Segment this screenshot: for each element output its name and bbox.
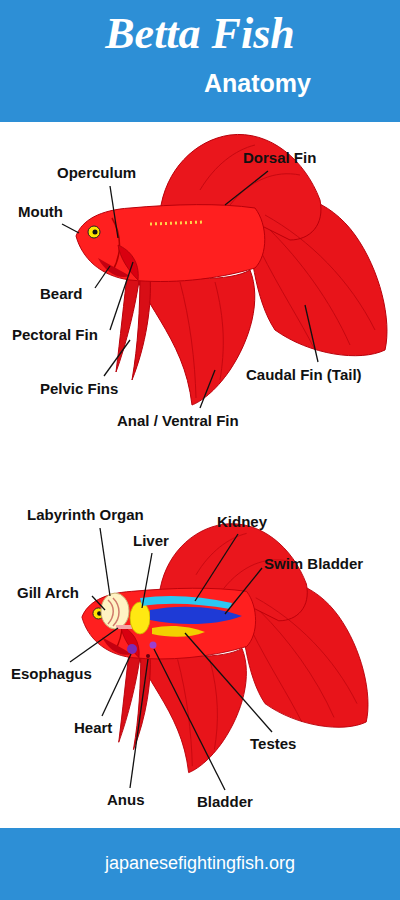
scale-dots — [150, 222, 205, 224]
part-label: Pectoral Fin — [12, 326, 98, 344]
part-label: Testes — [250, 735, 296, 753]
part-label: Liver — [133, 532, 169, 550]
header-band: Betta FishAnatomy — [0, 0, 400, 122]
testes — [152, 626, 205, 637]
liver — [130, 602, 150, 634]
part-label: Mouth — [18, 203, 63, 221]
part-label: Operculum — [57, 164, 136, 182]
part-label: Swim Bladder — [264, 555, 363, 573]
part-label: Caudal Fin (Tail) — [246, 366, 362, 384]
internal-organs — [101, 593, 242, 658]
gill-arch — [108, 598, 119, 626]
part-label: Labyrinth Organ — [27, 506, 144, 524]
part-label: Dorsal Fin — [243, 149, 316, 167]
part-label: Heart — [74, 719, 112, 737]
footer-band: japanesefightingfish.org — [0, 828, 400, 900]
website-text: japanesefightingfish.org — [105, 853, 295, 875]
betta-fish-interior — [82, 524, 368, 773]
part-label: Kidney — [217, 513, 267, 531]
labyrinth-organ — [101, 593, 129, 629]
part-label: Anus — [107, 791, 145, 809]
leader-lines — [62, 171, 318, 790]
footer-ground — [0, 828, 400, 900]
part-label: Pelvic Fins — [40, 380, 118, 398]
part-label: Esophagus — [11, 665, 92, 683]
heart — [127, 644, 137, 654]
title-text: Betta Fish — [105, 10, 295, 58]
anus — [146, 654, 150, 658]
esophagus — [116, 625, 132, 629]
bladder — [150, 642, 157, 649]
header-ground — [0, 0, 400, 122]
subtitle-text: Anatomy — [204, 70, 311, 98]
part-label: Bladder — [197, 793, 253, 811]
part-label: Gill Arch — [17, 584, 79, 602]
part-label: Beard — [40, 285, 83, 303]
part-label: Anal / Ventral Fin — [117, 412, 239, 430]
